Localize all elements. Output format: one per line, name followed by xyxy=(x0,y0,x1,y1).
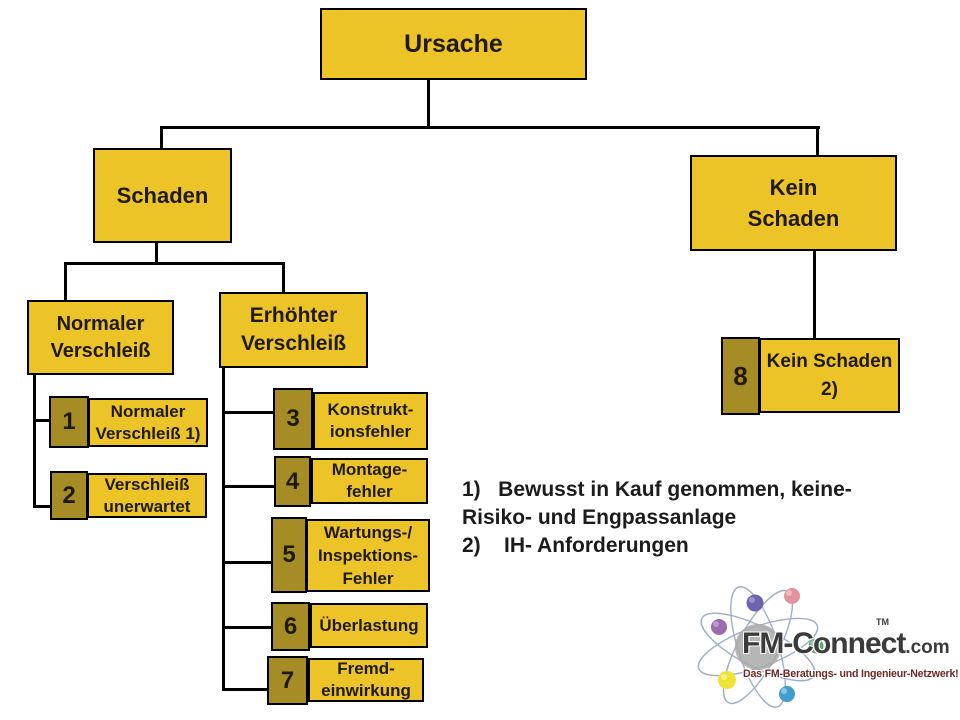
atom-graphic-icon xyxy=(697,586,824,708)
item-1-line2: Verschleiß 1) xyxy=(95,423,201,443)
trademark-symbol: TM xyxy=(876,617,889,627)
item-8-number: 8 xyxy=(733,360,748,391)
item-3-line2: ionsfehler xyxy=(329,422,412,441)
item-7-label: Fremd- einwirkung xyxy=(308,658,424,702)
item-7-line1: Fremd- xyxy=(337,659,395,678)
node-normaler-line2: Verschleiß xyxy=(50,339,151,362)
logo-brand-name: FM-Connect xyxy=(742,627,906,660)
item-3-number-badge: 3 xyxy=(273,388,313,450)
item-8-number-badge: 8 xyxy=(721,337,760,415)
connector-level2-horizontal xyxy=(64,262,285,265)
item-5-line3: Fehler xyxy=(342,569,394,588)
connector-normaler-spine xyxy=(33,374,36,508)
item-5-line1: Wartungs-/ xyxy=(323,523,413,542)
item-4-line1: Montage- xyxy=(331,460,408,479)
connector-erhoehter-spine xyxy=(222,367,225,691)
item-3-line1: Konstrukt- xyxy=(327,400,414,419)
connector-normaler-drop xyxy=(64,262,67,302)
item-7-number-badge: 7 xyxy=(267,656,308,705)
item-6-number: 6 xyxy=(283,612,298,640)
item-5-line2: Inspektions- xyxy=(317,546,419,565)
connector-level1-horizontal xyxy=(160,126,820,129)
fm-connect-logo: FM-Connect.com TM Das FM-Beratungs- und … xyxy=(690,583,960,718)
item-1-label: Normaler Verschleiß 1) xyxy=(88,398,208,447)
item-2-number-badge: 2 xyxy=(50,471,88,520)
item-4-label: Montage- fehler xyxy=(311,458,428,504)
item-8-line2: 2) xyxy=(821,378,838,400)
connector-stub-item7 xyxy=(222,688,268,691)
item-5-number-badge: 5 xyxy=(271,517,307,593)
item-3-number: 3 xyxy=(286,405,300,432)
connector-stub-item3 xyxy=(222,411,274,414)
footnote-1: 1) Bewusst in Kauf genommen, keine- xyxy=(462,478,852,501)
node-schaden-label: Schaden xyxy=(116,182,209,208)
connector-stub-item2 xyxy=(33,505,51,508)
logo-brand-text: FM-Connect.com xyxy=(742,627,950,661)
node-erhoehter-line1: Erhöhter xyxy=(249,304,338,327)
footnotes: 1) Bewusst in Kauf genommen, keine- Risi… xyxy=(462,476,902,560)
connector-stub-item5 xyxy=(222,561,272,564)
item-6-line1: Überlastung xyxy=(319,615,419,635)
node-kein-schaden-line1: Kein xyxy=(769,175,818,200)
item-4-number-badge: 4 xyxy=(274,456,311,507)
footnote-1-cont: Risiko- und Engpassanlage xyxy=(462,506,737,529)
node-ursache: Ursache xyxy=(320,8,587,80)
item-2-label: Verschleiß unerwartet xyxy=(87,473,207,518)
item-3-label: Konstrukt- ionsfehler xyxy=(313,392,428,450)
connector-kein-schaden-drop xyxy=(816,126,819,156)
item-8-label: Kein Schaden 2) xyxy=(759,338,900,413)
item-1-number-badge: 1 xyxy=(49,396,89,448)
connector-item8-drop xyxy=(813,250,816,338)
item-4-number: 4 xyxy=(285,467,300,495)
item-8-line1: Kein Schaden xyxy=(766,350,893,372)
item-2-line2: unerwartet xyxy=(103,496,191,516)
item-7-line2: einwirkung xyxy=(321,681,411,700)
connector-stub-item6 xyxy=(222,626,272,629)
node-normaler-line1: Normaler xyxy=(56,312,145,335)
connector-stub-item1 xyxy=(33,419,50,422)
connector-schaden-drop xyxy=(160,126,163,150)
connector-schaden-children-drop xyxy=(155,242,158,264)
node-kein-schaden: Kein Schaden xyxy=(690,155,897,251)
connector-stub-item4 xyxy=(222,485,275,488)
item-1-line1: Normaler xyxy=(110,401,186,421)
node-erhoehter-verschleiss: Erhöhter Verschleiß xyxy=(219,292,368,368)
footnote-2: 2) IH- Anforderungen xyxy=(462,534,689,557)
node-ursache-label: Ursache xyxy=(404,29,503,58)
item-7-number: 7 xyxy=(280,666,295,694)
node-kein-schaden-line2: Schaden xyxy=(747,206,840,231)
item-6-number-badge: 6 xyxy=(271,602,310,651)
node-normaler-verschleiss: Normaler Verschleiß xyxy=(27,300,174,375)
item-2-line1: Verschleiß xyxy=(104,474,190,494)
item-4-line2: fehler xyxy=(346,482,393,501)
logo-domain: .com xyxy=(905,637,950,658)
item-5-label: Wartungs-/ Inspektions- Fehler xyxy=(306,519,430,592)
connector-ursache-drop xyxy=(427,80,430,128)
logo-tagline: Das FM-Beratungs- und Ingenieur-Netzwerk… xyxy=(743,668,959,680)
item-2-number: 2 xyxy=(62,481,76,509)
item-5-number: 5 xyxy=(282,541,296,568)
item-6-label: Überlastung xyxy=(310,603,428,648)
connector-erhoehter-drop xyxy=(282,262,285,294)
item-1-number: 1 xyxy=(62,408,76,435)
node-erhoehter-line2: Verschleiß xyxy=(240,332,347,355)
node-schaden: Schaden xyxy=(93,148,232,243)
